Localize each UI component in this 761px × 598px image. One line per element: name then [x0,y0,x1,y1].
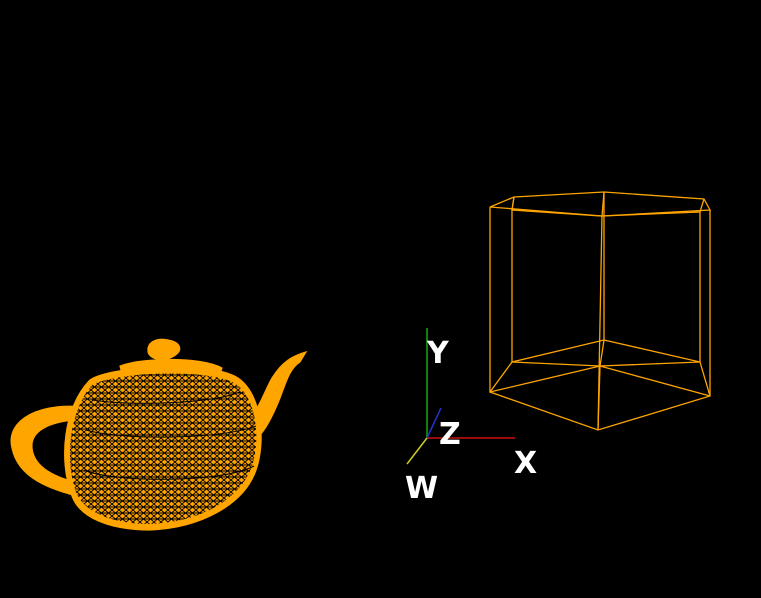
axis-gizmo: Y Z X W [405,328,537,506]
hexagonal-prism-wireframe [488,191,712,431]
axis-w-label: W [405,471,438,506]
axis-z-label: Z [439,417,461,452]
axis-x-label: X [514,446,537,481]
teapot-wireframe [10,338,308,531]
axis-w-line [406,437,428,465]
axis-z-line [426,407,442,439]
axis-y-label: Y [426,336,450,371]
teapot-lid-knob [147,338,181,361]
